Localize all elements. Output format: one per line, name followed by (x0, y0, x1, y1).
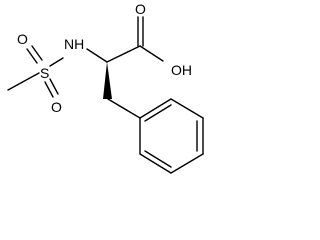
ring-inner-bond-3 (144, 150, 172, 168)
bond-methylene-phenyl (107, 98, 141, 119)
stereo-wedge-bond (103, 62, 112, 99)
bond-methyl-sulfur (7, 72, 40, 91)
atom-nitrogen-h: NH (64, 36, 84, 52)
atom-sulfonyl-oxygen-bottom: O (51, 99, 62, 115)
ring-bond-1 (139, 98, 172, 119)
atom-sulfur: S (40, 65, 49, 81)
bond-sulfur-nitrogen (49, 57, 64, 67)
atom-sulfonyl-oxygen-left: O (17, 31, 28, 47)
bond-alpha-carboxyl-carbon (106, 45, 141, 63)
ring-bond-2 (170, 98, 204, 119)
ring-inner-bond-1 (144, 104, 172, 122)
ring-bond-5 (139, 153, 172, 174)
bond-nitrogen-alpha-carbon (86, 48, 108, 63)
bond-sulfur-oxygen-bottom (44, 81, 54, 98)
chemical-structure: O OH NH S O O (7, 1, 204, 174)
ring-bond-4 (170, 153, 204, 174)
bonds (7, 16, 204, 174)
atom-oxygen-carbonyl: O (135, 1, 146, 17)
bond-sulfur-oxygen-bottom-double (49, 78, 59, 95)
atom-hydroxyl: OH (171, 62, 192, 78)
atom-labels: O OH NH S O O (17, 1, 192, 115)
bond-carboxyl-hydroxyl (139, 45, 164, 62)
bond-sulfur-oxygen-left-double (31, 45, 43, 61)
bond-sulfur-oxygen-left (26, 48, 38, 64)
